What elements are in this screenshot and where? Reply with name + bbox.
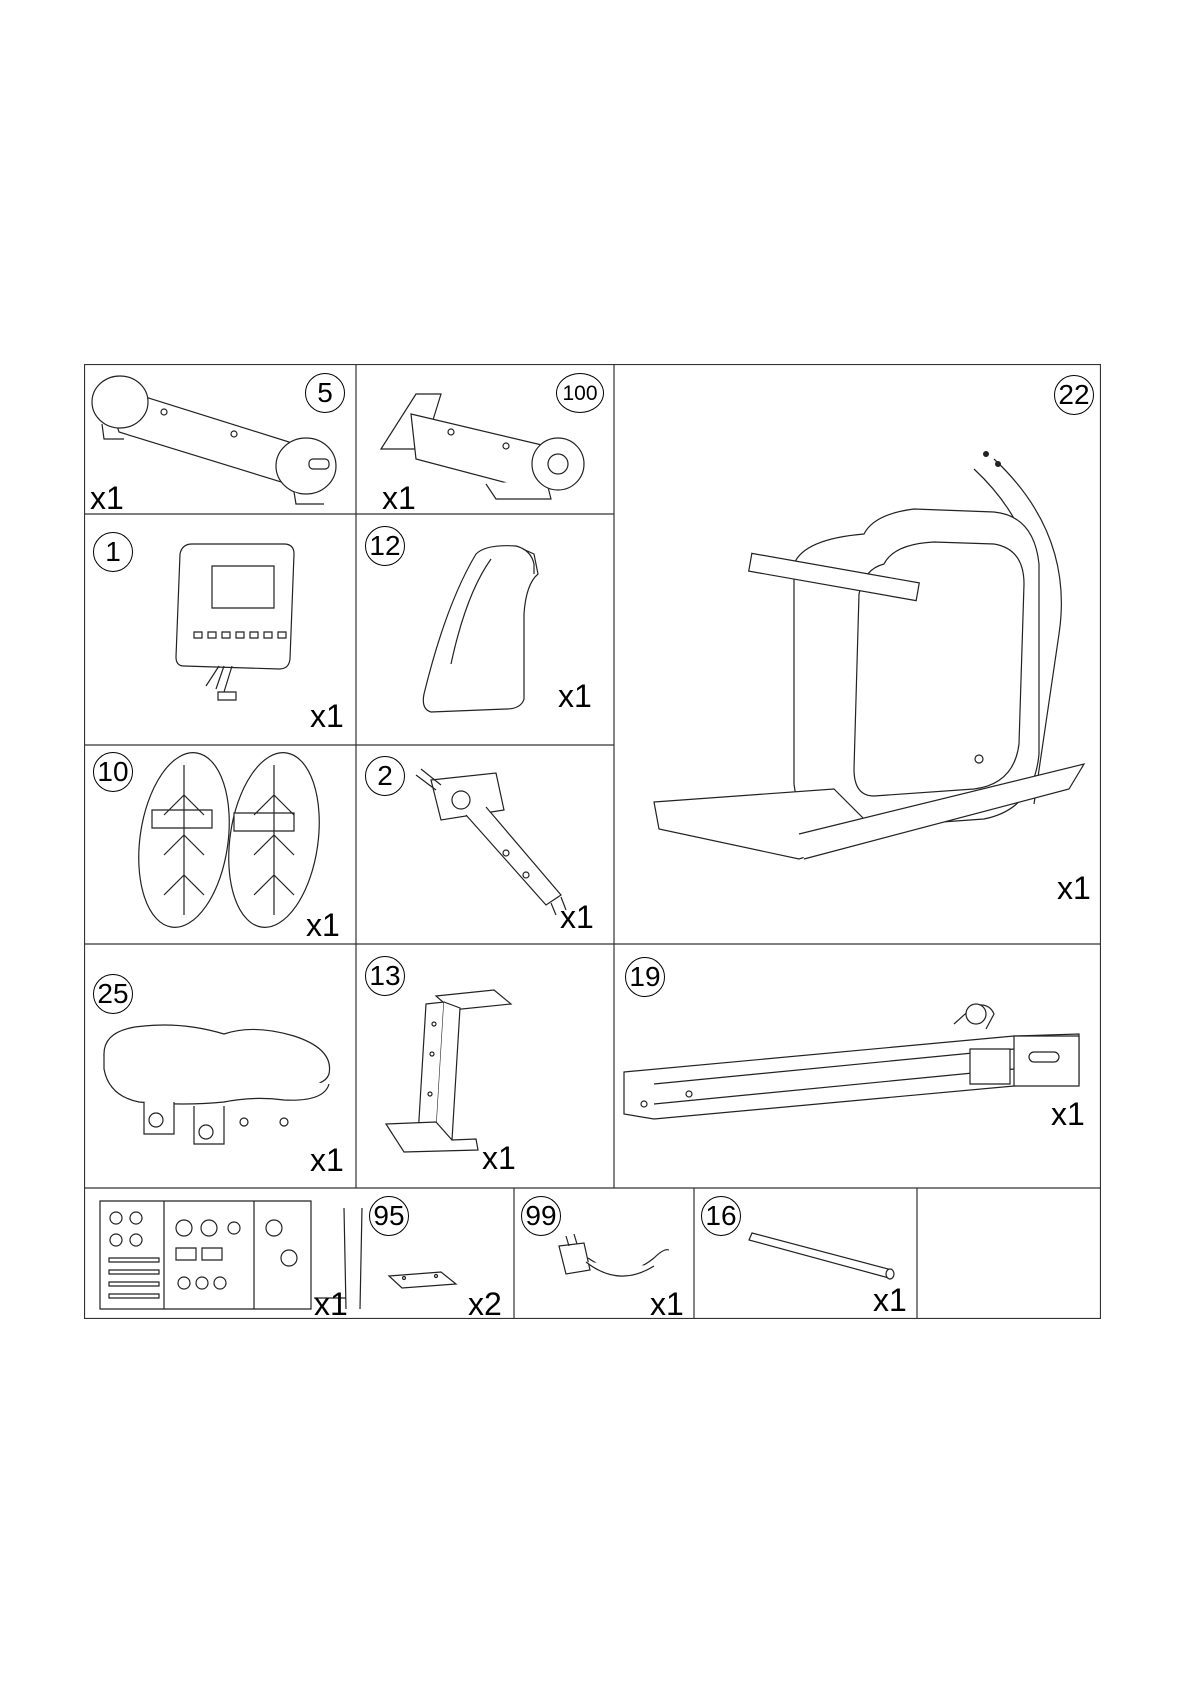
- part-quantity: x1: [310, 700, 344, 732]
- part-cell-25: 25 x1: [84, 944, 356, 1188]
- part-number-badge: 19: [625, 957, 665, 997]
- part-number-badge: 10: [93, 752, 133, 792]
- part-cell-hardware: x1: [84, 1188, 356, 1319]
- part-cell-1: 1 x1: [84, 514, 356, 745]
- part-quantity: x2: [468, 1288, 502, 1320]
- part-number-badge: 5: [305, 373, 345, 413]
- part-number-badge: 100: [556, 373, 604, 413]
- part-cell-22: 22 x1: [614, 364, 1101, 944]
- part-quantity: x1: [558, 680, 592, 712]
- part-quantity: x1: [873, 1284, 907, 1316]
- part-quantity: x1: [1057, 872, 1091, 904]
- part-cell-100: 100 x1: [356, 364, 614, 514]
- part-cell-10: 10 x1: [84, 745, 356, 944]
- part-quantity: x1: [90, 482, 124, 514]
- part-quantity: x1: [1051, 1098, 1085, 1130]
- main-frame-icon: [614, 364, 1101, 944]
- part-number-badge: 13: [365, 956, 405, 996]
- part-cell-99: 99 x1: [514, 1188, 694, 1319]
- part-quantity: x1: [314, 1288, 348, 1320]
- part-number-badge: 12: [365, 526, 405, 566]
- part-number-badge: 95: [369, 1196, 409, 1236]
- slide-rail-icon: [614, 944, 1101, 1188]
- part-number-badge: 1: [93, 532, 133, 572]
- empty-cell: [917, 1188, 1101, 1319]
- part-quantity: x1: [560, 901, 594, 933]
- part-number-badge: 22: [1054, 375, 1094, 415]
- part-cell-13: 13 x1: [356, 944, 614, 1188]
- part-cell-2: 2 x1: [356, 745, 614, 944]
- parts-grid: 5 x1 100 x1: [84, 364, 1101, 1319]
- part-cell-5: 5 x1: [84, 364, 356, 514]
- part-cell-95: 95 x2: [356, 1188, 514, 1319]
- part-quantity: x1: [482, 1142, 516, 1174]
- part-quantity: x1: [310, 1144, 344, 1176]
- part-quantity: x1: [306, 909, 340, 941]
- part-cell-12: 12 x1: [356, 514, 614, 745]
- part-number-badge: 2: [365, 756, 405, 796]
- part-quantity: x1: [650, 1288, 684, 1320]
- part-number-badge: 25: [93, 974, 133, 1014]
- part-number-badge: 16: [701, 1196, 741, 1236]
- part-cell-19: 19 x1: [614, 944, 1101, 1188]
- part-quantity: x1: [382, 482, 416, 514]
- part-cell-16: 16 x1: [694, 1188, 917, 1319]
- part-number-badge: 99: [521, 1196, 561, 1236]
